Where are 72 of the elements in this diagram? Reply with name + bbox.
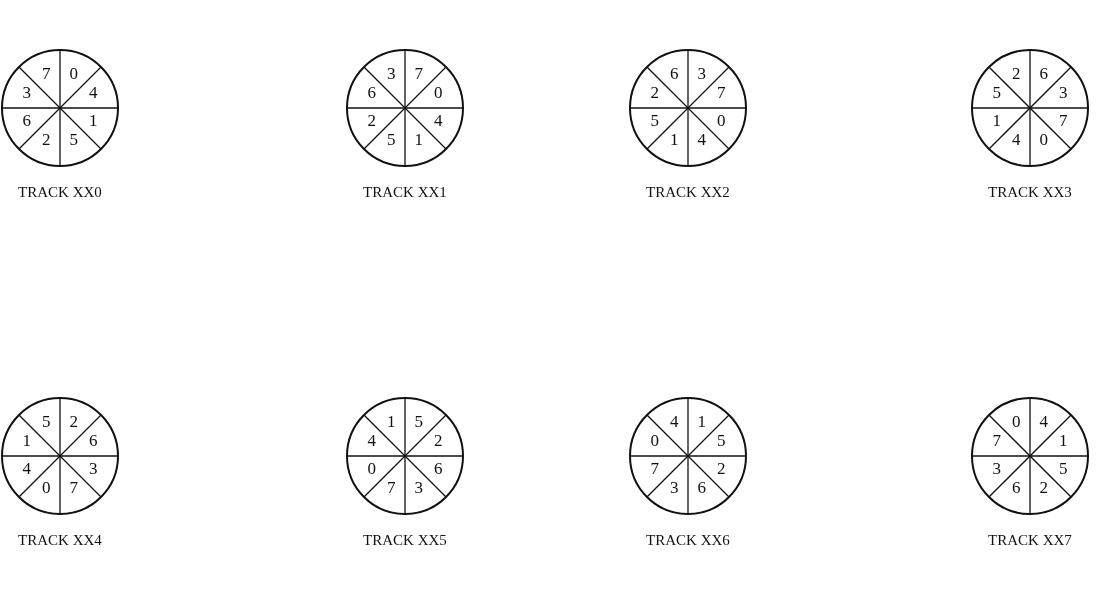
sector-number: 1	[694, 411, 709, 432]
sector-number: 4	[694, 130, 709, 151]
sector-number: 1	[384, 411, 399, 432]
track-label: TRACK XX5	[362, 532, 448, 549]
track-label: TRACK XX0	[17, 184, 103, 201]
track-label: TRACK XX3	[987, 184, 1073, 201]
sector-number: 5	[384, 130, 399, 151]
sector-number: 3	[694, 63, 709, 84]
sector-number: 0	[431, 83, 446, 104]
sector-number: 5	[66, 130, 81, 151]
sector-number: 0	[364, 458, 379, 479]
sector-number: 6	[364, 83, 379, 104]
track-label: TRACK XX7	[987, 532, 1073, 549]
sector-number: 1	[667, 130, 682, 151]
sector-number: 4	[86, 83, 101, 104]
sector-number: 1	[411, 130, 426, 151]
sector-number: 5	[1056, 458, 1071, 479]
sector-number: 3	[411, 478, 426, 499]
sector-number: 7	[39, 63, 54, 84]
sector-number: 0	[39, 478, 54, 499]
sector-number: 0	[647, 431, 662, 452]
sector-number: 0	[1009, 411, 1024, 432]
sector-number: 6	[1009, 478, 1024, 499]
sector-number: 2	[714, 458, 729, 479]
sector-number: 3	[667, 478, 682, 499]
sector-number: 5	[647, 110, 662, 131]
sector-number: 6	[19, 110, 34, 131]
sector-number: 2	[647, 83, 662, 104]
sector-number: 2	[1009, 63, 1024, 84]
sector-number: 6	[431, 458, 446, 479]
sector-number: 6	[667, 63, 682, 84]
sector-number: 2	[66, 411, 81, 432]
sector-number: 3	[1056, 83, 1071, 104]
sector-number: 1	[19, 431, 34, 452]
sector-number: 1	[1056, 431, 1071, 452]
sector-number: 3	[86, 458, 101, 479]
sector-number: 4	[1036, 411, 1051, 432]
sector-number: 5	[714, 431, 729, 452]
sector-number: 7	[384, 478, 399, 499]
sector-number: 7	[714, 83, 729, 104]
track-label: TRACK XX4	[17, 532, 103, 549]
sector-number: 2	[364, 110, 379, 131]
sector-number: 2	[39, 130, 54, 151]
sector-number: 4	[19, 458, 34, 479]
sector-number: 4	[431, 110, 446, 131]
sector-number: 5	[411, 411, 426, 432]
sector-number: 2	[431, 431, 446, 452]
sector-number: 7	[1056, 110, 1071, 131]
sector-number: 7	[66, 478, 81, 499]
sector-number: 6	[694, 478, 709, 499]
sector-number: 3	[19, 83, 34, 104]
sector-number: 0	[1036, 130, 1051, 151]
sector-number: 5	[989, 83, 1004, 104]
sector-number: 0	[66, 63, 81, 84]
sector-number: 6	[1036, 63, 1051, 84]
sector-number: 7	[647, 458, 662, 479]
sector-number: 7	[411, 63, 426, 84]
sector-number: 1	[989, 110, 1004, 131]
sector-number: 2	[1036, 478, 1051, 499]
track-label: TRACK XX1	[362, 184, 448, 201]
track-label: TRACK XX2	[645, 184, 731, 201]
sector-number: 5	[39, 411, 54, 432]
sector-number: 4	[364, 431, 379, 452]
sector-number: 6	[86, 431, 101, 452]
sector-number: 4	[667, 411, 682, 432]
sector-number: 3	[989, 458, 1004, 479]
sector-number: 3	[384, 63, 399, 84]
sector-number: 0	[714, 110, 729, 131]
sector-number: 7	[989, 431, 1004, 452]
sector-number: 1	[86, 110, 101, 131]
sector-number: 4	[1009, 130, 1024, 151]
track-label: TRACK XX6	[645, 532, 731, 549]
